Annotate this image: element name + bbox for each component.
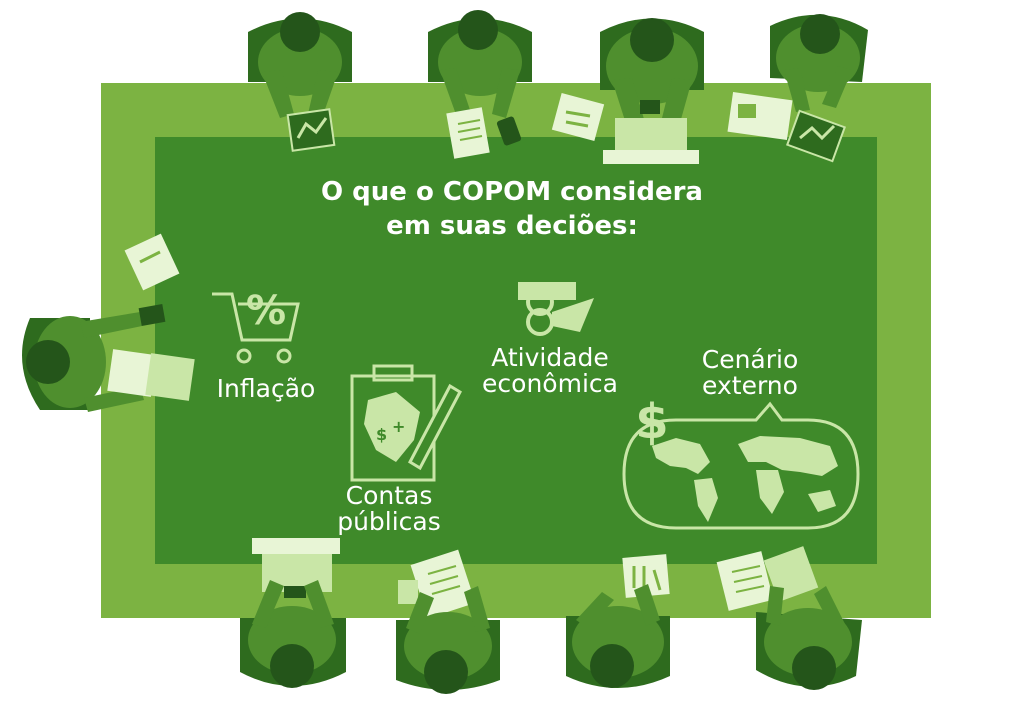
report-left-icon (124, 233, 180, 291)
diagram-title-line1: O que o COPOM considera (321, 177, 703, 207)
person-bottom-2 (396, 586, 500, 694)
laptop-bottom-icon (252, 538, 340, 598)
dollar-small-left: $ (376, 425, 387, 444)
paper-rolls-icon (518, 282, 594, 336)
calculator-icon (138, 304, 166, 326)
laptop-icon (603, 100, 699, 164)
topic-contas-line1: Contas (346, 481, 433, 510)
person-top-4 (770, 14, 868, 112)
chart-paper-bottom-icon (622, 554, 670, 598)
tablet-chart-icon (786, 109, 846, 163)
topic-atividade-line2: econômica (482, 369, 618, 398)
topic-contas-line2: públicas (337, 507, 441, 536)
world-map-icon (622, 401, 860, 530)
table-inner (155, 137, 877, 564)
shopping-cart-percent-icon: % (212, 288, 300, 364)
person-bottom-3 (566, 584, 670, 688)
tablet-icon (286, 108, 336, 152)
percent-symbol: % (246, 288, 286, 334)
document-icon (446, 107, 490, 159)
person-top-1 (248, 12, 352, 118)
person-bottom-4 (756, 586, 862, 690)
person-bottom-1 (240, 580, 346, 688)
calculator-bottom-icon (398, 580, 418, 604)
topic-inflacao: Inflação (217, 374, 316, 403)
person-top-3 (600, 18, 704, 130)
phone-icon (496, 116, 522, 146)
plus-symbol: + (392, 417, 405, 436)
topic-cenario-line1: Cenário (702, 345, 799, 374)
topic-atividade-line1: Atividade (491, 343, 609, 372)
clipboard-brazil-icon: $ + (350, 364, 462, 482)
person-top-2 (428, 10, 532, 120)
documents-bottom-icon (716, 546, 819, 611)
topic-cenario-line2: externo (702, 371, 798, 400)
diagram-title-line2: em suas deciões: (386, 211, 638, 241)
papers-left-icon (107, 349, 195, 401)
report-icon (551, 92, 605, 142)
newspaper-icon (727, 92, 793, 140)
